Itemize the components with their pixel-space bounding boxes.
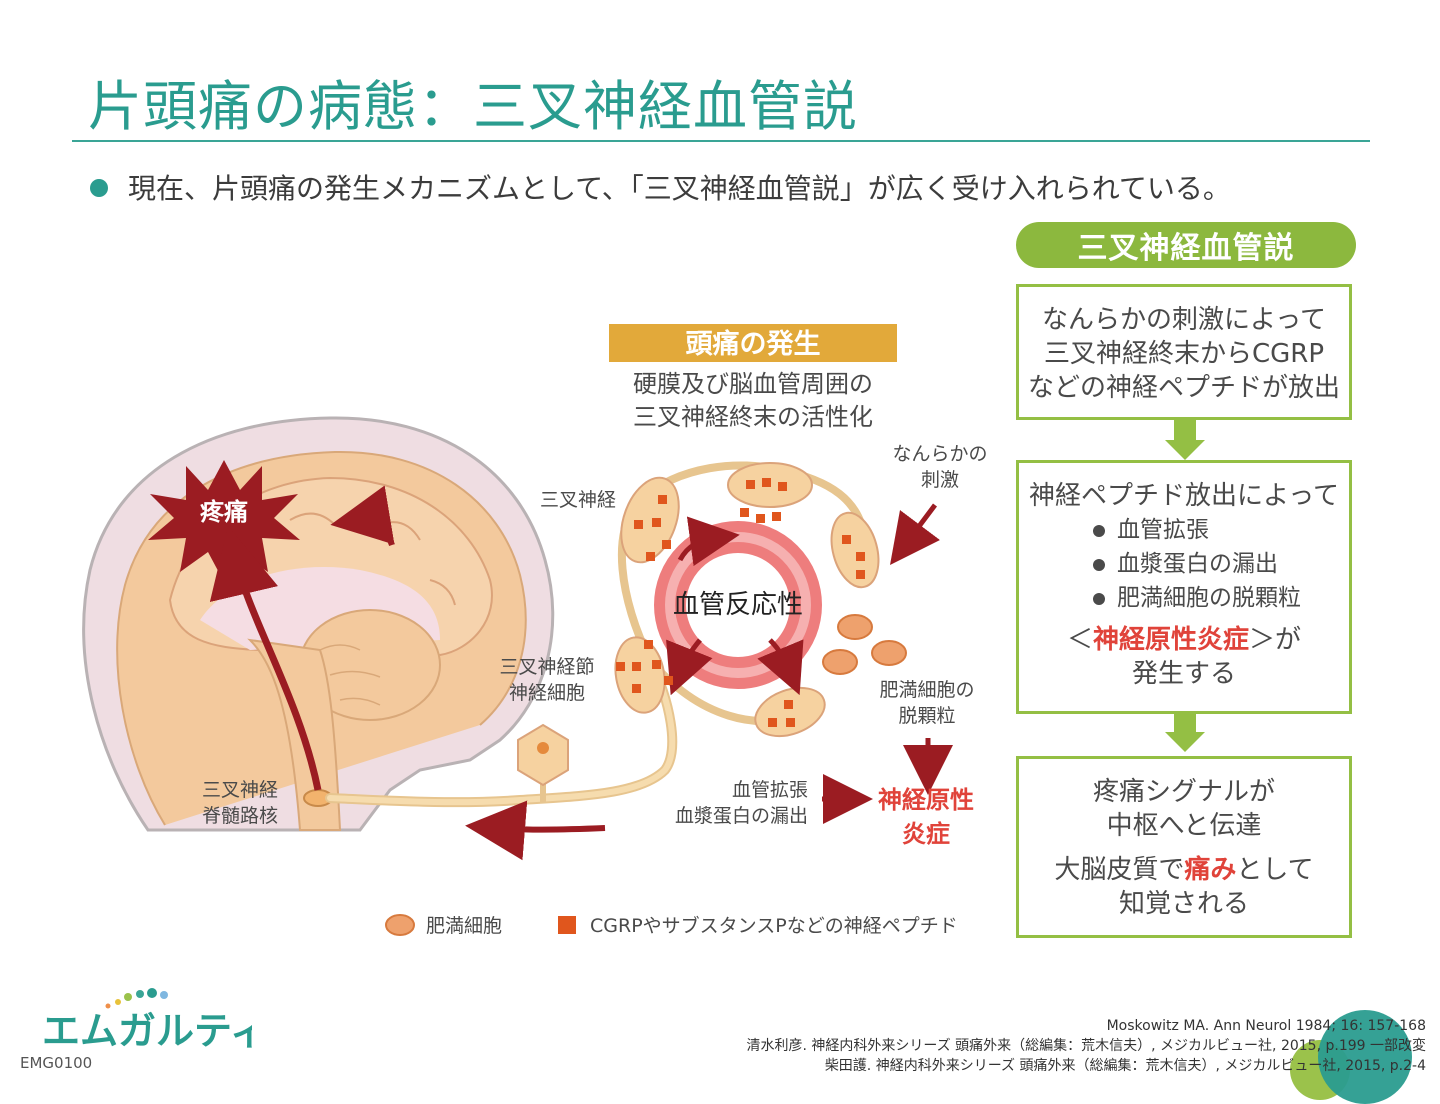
neurogenic-inflammation-label-1: 神経原性 — [878, 786, 974, 814]
ganglion-neuron — [517, 723, 569, 803]
vascular-reactivity-label: 血管反応性 — [673, 590, 803, 620]
neurogenic-inflammation-label-2: 炎症 — [902, 820, 950, 848]
head-illustration — [82, 416, 555, 832]
step-connector — [1174, 714, 1196, 734]
step1-line-2: 三叉神経終末からCGRP — [1043, 339, 1325, 369]
stimulus-label-1: なんらかの — [892, 443, 987, 465]
reference-item: 柴田護. 神経内科外来シリーズ 頭痛外来（総編集：荒木信夫）, メジカルビュー社… — [824, 1058, 1426, 1074]
reference-item: 清水利彦. 神経内科外来シリーズ 頭痛外来（総編集：荒木信夫）, メジカルビュー… — [746, 1038, 1427, 1054]
stimulus-label-2: 刺激 — [921, 469, 959, 491]
step2-item: 肥満細胞の脱顆粒 — [1019, 581, 1349, 615]
step2-emphasis: ＜神経原性炎症＞が — [1066, 625, 1302, 655]
mast-degranulation-label-1: 肥満細胞の — [879, 679, 974, 701]
trigeminovascular-diagram: 疼痛 血管反応性 — [82, 324, 988, 937]
step-connector — [1174, 420, 1196, 442]
reference-item: Moskowitz MA. Ann Neurol 1984; 16: 157-1… — [1106, 1018, 1426, 1034]
panel-header: 三叉神経血管説 — [1016, 222, 1356, 268]
nucleus-label-2: 脊髄路核 — [202, 805, 278, 827]
step2-title: 神経ペプチド放出によって — [1029, 481, 1339, 511]
headache-onset-title: 頭痛の発生 — [686, 328, 821, 360]
page-title: 片頭痛の病態：三叉神経血管説 — [88, 75, 858, 138]
down-arrow-icon — [1165, 440, 1205, 460]
step3-line-1: 疼痛シグナルが — [1092, 777, 1275, 807]
mechanism-step-1: なんらかの刺激によって 三叉神経終末からCGRP などの神経ペプチドが放出 — [1016, 284, 1352, 420]
mechanism-step-3: 疼痛シグナルが 中枢へと伝達 大脳皮質で痛みとして 知覚される — [1016, 756, 1352, 938]
ganglion-label-1: 三叉神経節 — [499, 656, 594, 678]
plasma-leak-label: 血漿蛋白の漏出 — [675, 805, 808, 827]
headache-onset-banner — [609, 324, 897, 362]
logo-text: エムガルティ — [42, 1009, 252, 1053]
headache-onset-desc2: 三叉神経終末の活性化 — [633, 403, 873, 431]
step2-tail: 発生する — [1131, 659, 1236, 689]
legend-cgrp-label: CGRPやサブスタンスPなどの神経ペプチド — [590, 914, 958, 937]
mast-degranulation-label-2: 脱顆粒 — [898, 705, 955, 727]
ganglion-label-2: 神経細胞 — [509, 682, 585, 704]
legend-mast-label: 肥満細胞 — [426, 915, 502, 937]
step2-item: 血管拡張 — [1019, 513, 1349, 547]
vasodilation-label: 血管拡張 — [732, 779, 808, 801]
nucleus-label-1: 三叉神経 — [202, 779, 278, 801]
mast-cells — [822, 614, 907, 675]
stimulus-arrow-icon — [890, 503, 940, 565]
brand-logo: エムガルティ — [42, 988, 252, 1053]
cgrp-particles — [616, 478, 865, 727]
title-divider — [72, 140, 1370, 142]
step1-line-1: なんらかの刺激によって — [1042, 305, 1326, 335]
trigeminal-nerve-label: 三叉神経 — [540, 489, 616, 511]
bullet-dot-icon — [90, 179, 108, 197]
mechanism-step-2: 神経ペプチド放出によって 血管拡張 血漿蛋白の漏出 肥満細胞の脱顆粒 ＜神経原性… — [1016, 460, 1352, 714]
legend-mast-icon — [385, 914, 415, 936]
step1-line-3: などの神経ペプチドが放出 — [1027, 373, 1340, 403]
headache-onset-desc1: 硬膜及び脳血管周囲の — [633, 370, 873, 398]
down-arrow-icon — [1165, 732, 1205, 752]
pain-label: 疼痛 — [200, 498, 248, 526]
step3-line-3: 大脳皮質で痛みとして — [1054, 855, 1314, 885]
document-code: EMG0100 — [20, 1054, 93, 1072]
legend-cgrp-icon — [558, 916, 576, 934]
step3-line-2: 中枢へと伝達 — [1106, 811, 1262, 841]
references: Moskowitz MA. Ann Neurol 1984; 16: 157-1… — [747, 1016, 1427, 1076]
lead-text: 現在、片頭痛の発生メカニズムとして、「三叉神経血管説」が広く受け入れられている。 — [128, 172, 1231, 205]
step2-item: 血漿蛋白の漏出 — [1019, 547, 1349, 581]
step3-line-4: 知覚される — [1118, 889, 1249, 919]
